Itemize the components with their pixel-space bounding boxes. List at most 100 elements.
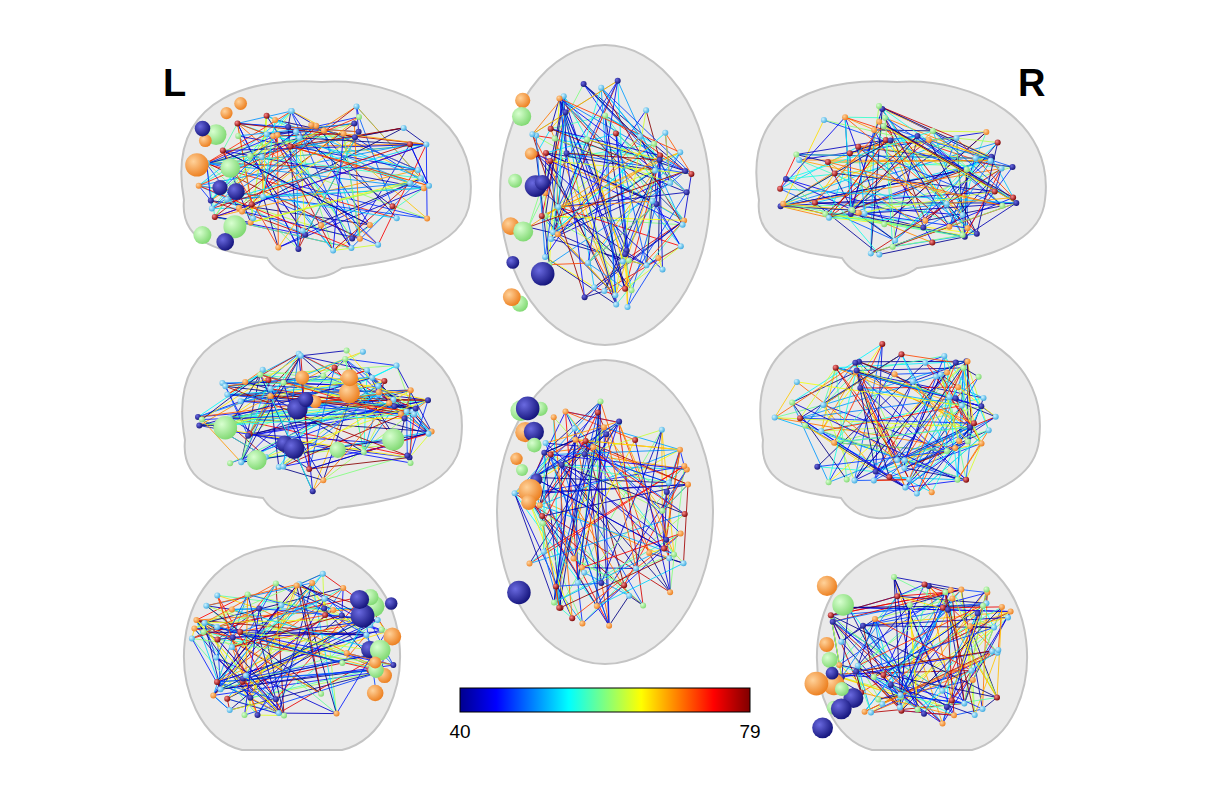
network-node [293,129,299,135]
connection-line [345,359,396,366]
connection-line [855,479,910,481]
network-node [999,203,1005,209]
connection-line [956,138,1013,198]
network-node [901,465,907,471]
brain-view [181,81,471,278]
network-node [275,132,281,138]
network-node [780,201,786,207]
network-node [573,437,579,443]
network-node [227,460,233,466]
network-node [915,133,921,139]
network-node [320,373,326,379]
network-node [318,691,324,697]
connection-line [786,131,933,179]
network-node [649,198,655,204]
network-node [953,395,959,401]
connection-line [578,401,601,582]
connection-line [290,147,429,186]
network-node [796,157,802,163]
network-node [408,387,414,393]
network-node [777,186,783,192]
network-node [247,695,253,701]
network-node [598,398,604,404]
connection-line [588,81,618,263]
network-node [426,183,432,189]
connection-line [792,402,829,482]
connection-line [567,153,692,174]
network-node [256,606,262,612]
network-node [682,511,688,517]
network-node [556,605,562,611]
network-node [556,95,562,101]
brain-view [182,321,462,518]
network-node [285,124,291,130]
network-node [210,692,216,698]
network-node [235,133,241,139]
connection-line [851,191,995,214]
connection-line [775,362,859,418]
network-node [973,155,979,161]
network-node [267,393,273,399]
connection-line [532,81,617,134]
network-node [401,125,407,131]
connection-line [316,126,418,170]
network-node [662,130,668,136]
hub-node [508,174,522,188]
network-node [595,409,601,415]
network-node [680,222,686,228]
network-node [629,287,635,293]
connection-line [551,129,660,156]
hub-node [531,262,555,286]
connection-line [554,440,576,603]
network-node [847,150,853,156]
network-node [681,463,687,469]
network-node [342,356,348,362]
connection-line [792,344,882,403]
network-node [591,284,597,290]
connection-line [410,414,415,457]
network-node [529,131,535,137]
connection-line [217,574,323,682]
network-node [922,218,928,224]
network-node [789,399,795,405]
connection-line [223,151,370,225]
network-node [594,603,600,609]
connection-line [251,178,421,222]
network-node [930,128,936,134]
connection-line [533,422,619,478]
network-node [602,113,608,119]
connection-line [544,401,600,452]
network-node [289,108,295,114]
hub-node [513,221,533,241]
network-node [1010,195,1016,201]
network-node [268,386,274,392]
connection-line [587,139,625,288]
network-node [413,406,419,412]
network-node [652,167,658,173]
network-node [960,365,966,371]
network-node [1010,164,1016,170]
network-node [264,131,270,137]
network-node [960,232,966,238]
network-node [849,207,855,213]
network-node [213,655,219,661]
connection-line [301,351,347,356]
network-node [818,428,824,434]
network-node [671,551,677,557]
connection-line [212,132,296,209]
network-node [888,137,894,143]
network-node [356,129,362,135]
network-node [881,221,887,227]
network-node [235,120,241,126]
connection-line [242,117,359,211]
connection-line [587,139,631,290]
connection-line [532,96,563,134]
network-node [426,431,432,437]
network-node [555,231,561,237]
network-node [375,617,381,623]
network-node [322,596,328,602]
connection-line [558,207,646,265]
connection-line [230,414,414,425]
connection-line [544,440,575,453]
connection-line [805,425,876,471]
